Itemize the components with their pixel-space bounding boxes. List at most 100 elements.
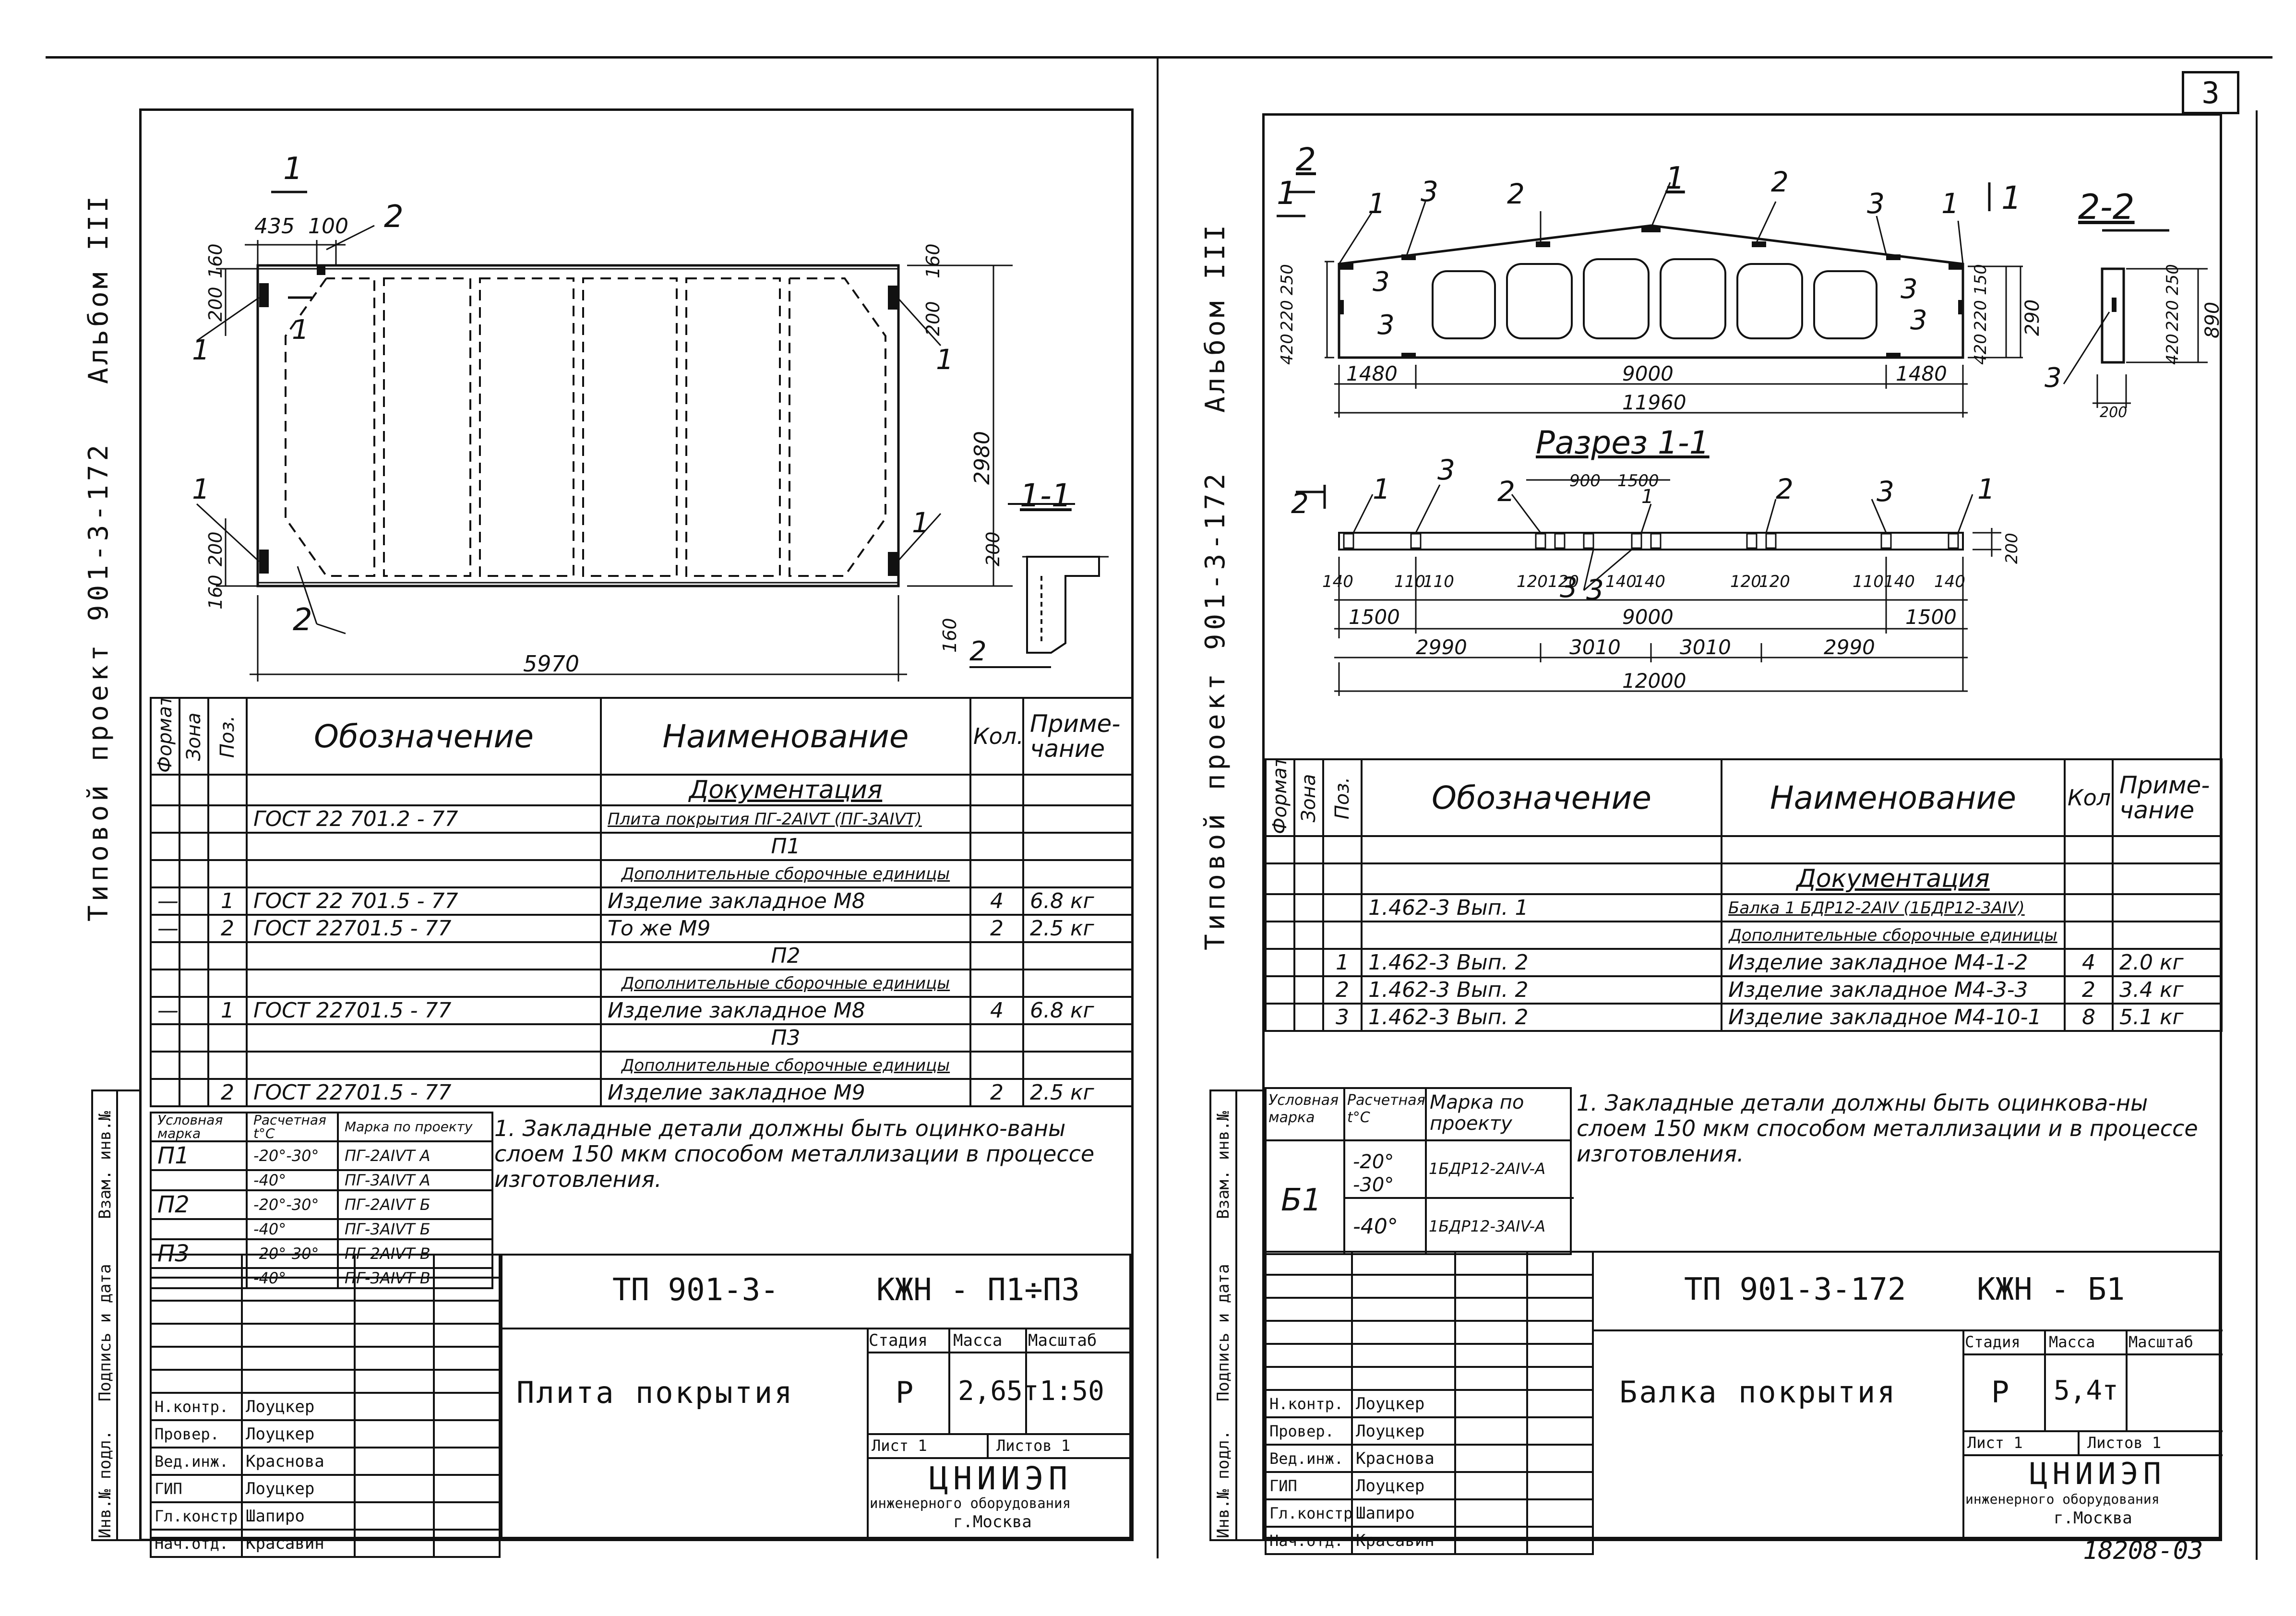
right-tb-code: ТП 901-3-172 <box>1684 1272 1906 1307</box>
left-strip-label-2: Подпись и дата <box>96 1264 115 1401</box>
right-sec-small-dim: 140 <box>1884 572 1915 591</box>
right-dim-mid-150: 150 <box>1971 264 1990 295</box>
right-section-11: Разрез 1-1 <box>1536 424 1710 461</box>
left-spec-cell-qty: 4 <box>969 886 1024 916</box>
right-mark-cond: Б1 <box>1281 1183 1322 1218</box>
left-callout-1-sec: 1 <box>292 314 309 346</box>
left-sign-cell-empty <box>354 1277 435 1302</box>
left-spec-cell-p <box>207 859 248 888</box>
right-sign-cell-empty <box>1454 1251 1528 1276</box>
left-marks-cell-cond: П2 <box>150 1189 248 1219</box>
left-sign-date <box>433 1501 501 1531</box>
right-spec-cell-f <box>1265 862 1295 895</box>
left-spec-cell-name: Изделие закладное М8 <box>600 996 971 1025</box>
left-spec-h-format-label: Формат <box>154 698 176 773</box>
left-marks-cell-cond <box>150 1218 248 1240</box>
right-sign-row: Гл.констр.Шапиро <box>1265 1498 1594 1528</box>
left-tb-code2: КЖН - П1÷П3 <box>876 1272 1080 1308</box>
left-spec-cell-name: П1 <box>600 832 971 861</box>
left-spec-cell-d: ГОСТ 22701.5 - 77 <box>246 996 602 1025</box>
right-sign-date <box>1526 1416 1594 1446</box>
right-sign-signature <box>1454 1471 1528 1500</box>
left-spec-cell-qty <box>969 804 1024 834</box>
right-sign-role: ГИП <box>1265 1471 1353 1500</box>
left-dim-200b: 200 <box>205 531 226 566</box>
left-spec-cell-f <box>150 1023 180 1053</box>
left-spec-cell-note <box>1022 1023 1133 1053</box>
right-sign-cell-empty <box>1526 1274 1594 1299</box>
right-callout-1-a: 1 <box>1368 187 1386 220</box>
right-sign-cell-empty <box>1351 1251 1456 1276</box>
right-spec-cell-f <box>1265 1003 1295 1032</box>
left-note: 1. Закладные детали должны быть оцинко-в… <box>494 1115 1095 1192</box>
right-sign-row-empty <box>1265 1343 1594 1368</box>
left-marks-cell-temp: -20°-30° <box>246 1140 339 1171</box>
left-spec-cell-f <box>150 969 180 998</box>
right-sec-row2-3010a: 3010 <box>1569 635 1621 659</box>
left-spec-h-pos: Поз. <box>207 697 248 776</box>
left-sign-cell-empty <box>150 1323 243 1348</box>
right-spec-cell-z <box>1293 862 1324 895</box>
right-sign-signature <box>1454 1389 1528 1418</box>
right-spec-cell-f <box>1265 835 1295 864</box>
right-spec-cell-qty <box>2064 893 2114 922</box>
left-sign-cell-empty <box>150 1346 243 1371</box>
right-spec-row: Документация <box>1265 862 2223 895</box>
left-spine-project: Типовой проект 901-3-172 <box>83 441 114 922</box>
right-tb-stage-h: Стадия <box>1965 1333 2021 1351</box>
right-callout-3-b: 3 <box>1867 187 1885 220</box>
right-spec-row: Дополнительные сборочные единицы <box>1265 921 2223 950</box>
left-sign-signature <box>354 1529 435 1558</box>
right-marks-h-proj: Марка по проекту <box>1430 1091 1524 1135</box>
right-spec-cell-p <box>1322 893 1363 922</box>
left-sign-cell-empty <box>150 1300 243 1325</box>
left-tb-scale-h: Масштаб <box>1028 1331 1097 1350</box>
right-spec-cell-z <box>1293 1003 1324 1032</box>
right-spec-h-zone-label: Зона <box>1298 774 1320 823</box>
right-sec-small-dim: 140 <box>1634 572 1665 591</box>
left-spec-cell-p <box>207 832 248 861</box>
right-sign-cell-empty <box>1526 1297 1594 1322</box>
right-sign-cell-empty <box>1454 1274 1528 1299</box>
left-spec-row: П1 <box>150 832 1133 861</box>
right-dim-1480a: 1480 <box>1346 362 1398 385</box>
left-spec-row: П2 <box>150 941 1133 970</box>
right-inventory-strip <box>1209 1089 1264 1541</box>
left-sign-date <box>433 1419 501 1448</box>
right-spec-cell-d <box>1361 835 1722 864</box>
right-callout-2-b: 2 <box>1771 166 1789 198</box>
left-sign-cell-empty <box>241 1254 356 1279</box>
left-tb-code: ТП 901-3- <box>612 1272 779 1308</box>
right-sign-cell-empty <box>1265 1320 1353 1345</box>
right-sec-small-dim: 120 <box>1517 572 1548 591</box>
left-sign-name: Лоуцкер <box>241 1474 356 1503</box>
left-sign-row-empty <box>150 1277 501 1302</box>
left-spec-cell-f <box>150 1078 180 1107</box>
left-spec-cell-z <box>179 969 209 998</box>
left-spec-cell-note <box>1022 969 1133 998</box>
left-sign-cell-empty <box>150 1254 243 1279</box>
left-callout-2-sec: 2 <box>969 636 987 667</box>
right-edge-line <box>2256 110 2258 1560</box>
left-spec-cell-p <box>207 774 248 806</box>
right-side-callout-3b: 3 <box>1377 310 1395 341</box>
right-sign-cell-empty <box>1265 1251 1353 1276</box>
right-sec-row1-1500b: 1500 <box>1905 605 1957 629</box>
right-tb-mass-h: Масса <box>2049 1333 2095 1351</box>
right-sec-small-dim: 120 <box>1730 572 1761 591</box>
right-mark-proj-1: 1БДР12-2АIV-А <box>1429 1160 1546 1178</box>
left-tb-stage-h: Стадия <box>869 1331 928 1350</box>
left-sign-cell-empty <box>354 1369 435 1394</box>
left-spec-cell-z <box>179 1051 209 1080</box>
right-sign-cell-empty <box>1526 1251 1594 1276</box>
right-sign-date <box>1526 1498 1594 1528</box>
left-spec-cell-d: ГОСТ 22701.5 - 77 <box>246 914 602 943</box>
left-sign-cell-empty <box>241 1346 356 1371</box>
right-sign-name: Лоуцкер <box>1351 1416 1456 1446</box>
right-callout-3-22: 3 <box>2045 362 2062 394</box>
